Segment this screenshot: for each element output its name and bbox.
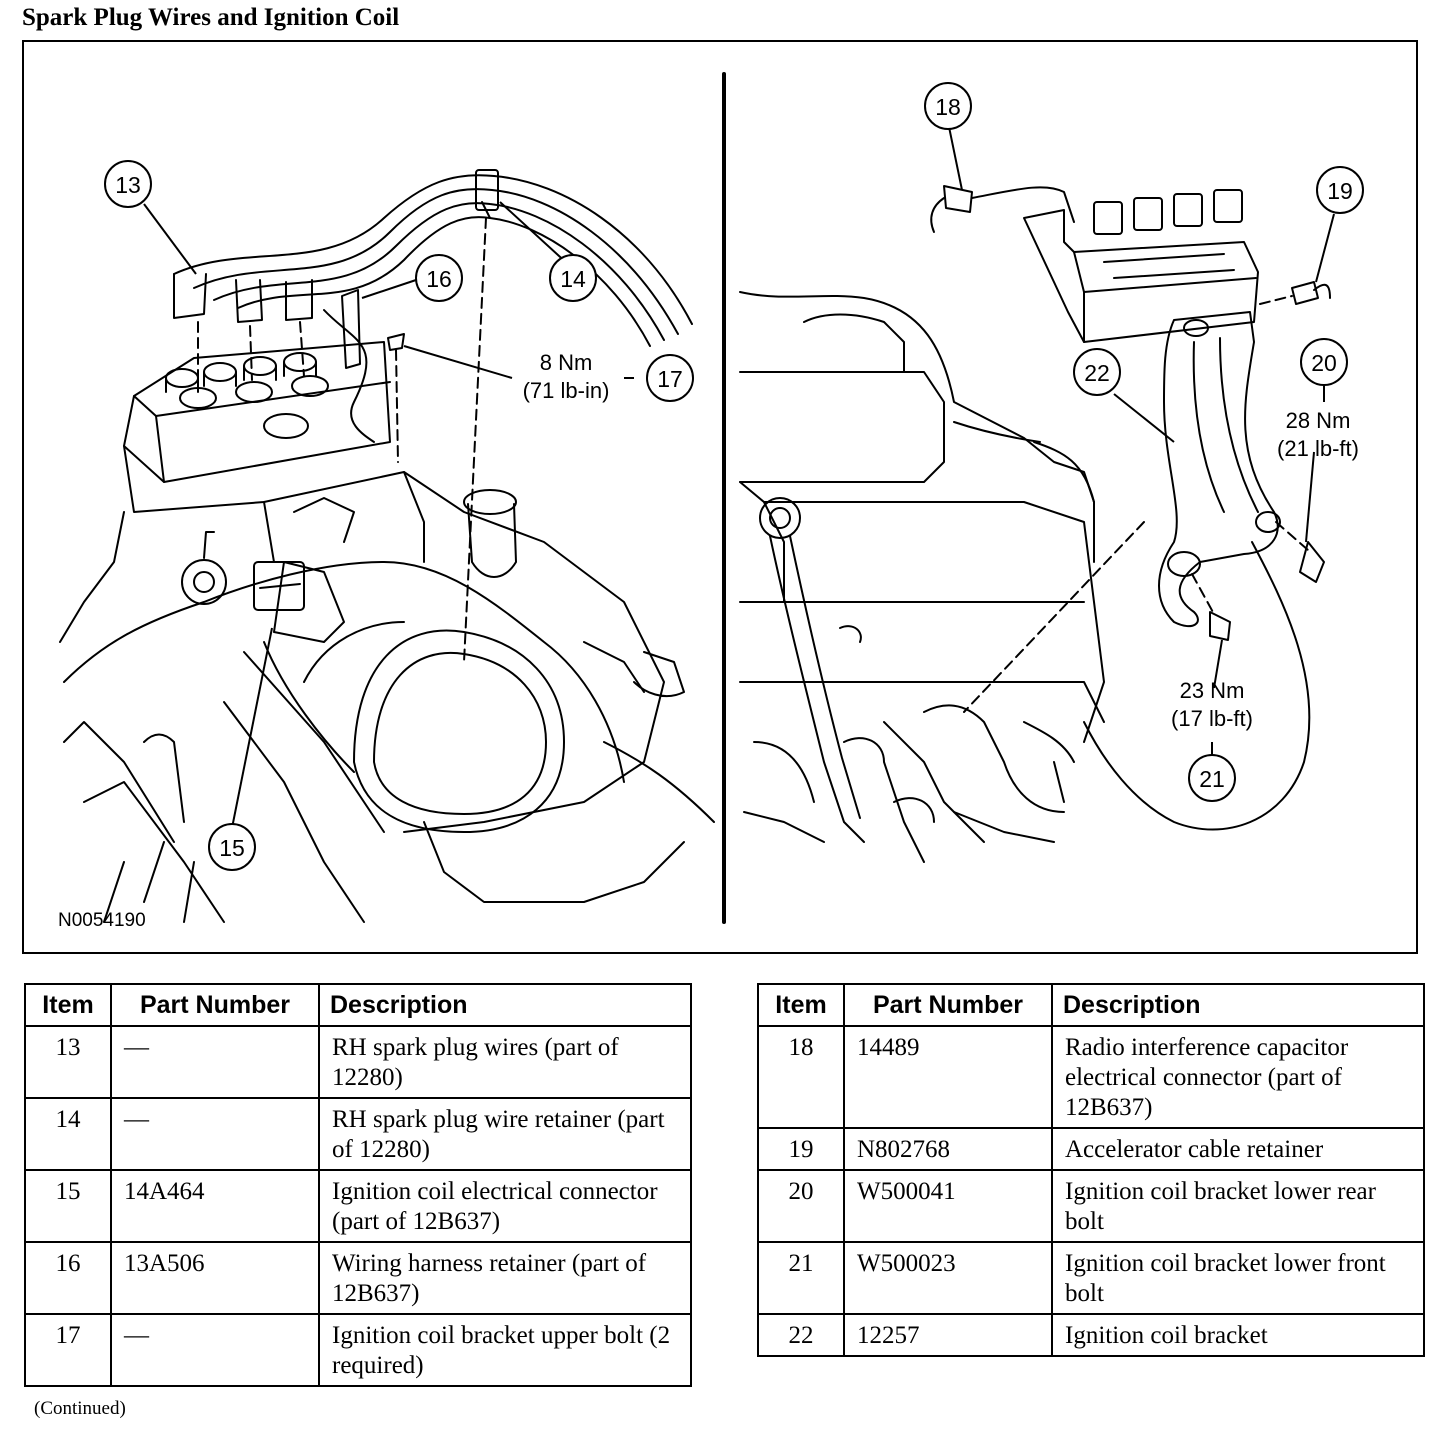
callout-14-circle <box>549 254 597 302</box>
cell-item: 14 <box>24 1097 112 1171</box>
cell-description: Ignition coil electrical connector (part… <box>318 1169 692 1243</box>
table-row: 18 14489 Radio interference capacitor el… <box>757 1025 1425 1129</box>
callout-19: 19 <box>1327 178 1353 204</box>
cell-item: 17 <box>24 1313 112 1387</box>
right-engine-drawing <box>739 185 1331 863</box>
callout-13: 13 <box>115 172 141 198</box>
cell-item: 18 <box>757 1025 845 1129</box>
callout-17: 17 <box>657 366 683 392</box>
cell-item: 15 <box>24 1169 112 1243</box>
header-item: Item <box>24 983 112 1027</box>
callout-15-circle <box>208 823 256 871</box>
callout-15: 15 <box>219 835 245 861</box>
callout-16-circle <box>415 254 463 302</box>
callout-18-circle <box>924 82 972 130</box>
torque-20-lb: (21 lb-ft) <box>1277 436 1359 461</box>
callout-20: 20 <box>1311 350 1337 376</box>
cell-description: Ignition coil bracket lower front bolt <box>1051 1241 1425 1315</box>
cell-description: Accelerator cable retainer <box>1051 1127 1425 1171</box>
cell-item: 13 <box>24 1025 112 1099</box>
parts-table-left: Item Part Number Description 13 — RH spa… <box>24 983 692 1387</box>
torque-17-lb: (71 lb-in) <box>523 378 610 403</box>
cell-item: 20 <box>757 1169 845 1243</box>
figure-id: N0054190 <box>58 910 146 931</box>
table-row: 14 — RH spark plug wire retainer (part o… <box>24 1097 692 1171</box>
continued-note: (Continued) <box>34 1398 126 1419</box>
table-row: 20 W500041 Ignition coil bracket lower r… <box>757 1169 1425 1243</box>
table-row: 13 — RH spark plug wires (part of 12280) <box>24 1025 692 1099</box>
torque-21-lb: (17 lb-ft) <box>1171 706 1253 731</box>
header-item: Item <box>757 983 845 1027</box>
cell-part-number: — <box>110 1097 320 1171</box>
table-row: 19 N802768 Accelerator cable retainer <box>757 1127 1425 1171</box>
callout-13-circle <box>104 160 152 208</box>
cell-part-number: W500041 <box>843 1169 1053 1243</box>
table-row: 22 12257 Ignition coil bracket <box>757 1313 1425 1357</box>
callout-21-circle <box>1188 754 1236 802</box>
cell-part-number: 13A506 <box>110 1241 320 1315</box>
callout-22-circle <box>1073 348 1121 396</box>
callout-17-circle <box>646 354 694 402</box>
cell-item: 16 <box>24 1241 112 1315</box>
table-row: 17 — Ignition coil bracket upper bolt (2… <box>24 1313 692 1387</box>
header-part-number: Part Number <box>110 983 320 1027</box>
page-title: Spark Plug Wires and Ignition Coil <box>22 4 400 31</box>
torque-17-nm: 8 Nm <box>540 350 593 375</box>
callout-19-circle <box>1316 166 1364 214</box>
callout-14: 14 <box>560 266 586 292</box>
cell-part-number: N802768 <box>843 1127 1053 1171</box>
cell-description: Ignition coil bracket <box>1051 1313 1425 1357</box>
parts-table-right: Item Part Number Description 18 14489 Ra… <box>757 983 1425 1357</box>
callout-leaders <box>143 121 1335 829</box>
header-part-number: Part Number <box>843 983 1053 1027</box>
exploded-view-figure: 13 14 15 16 17 18 19 20 21 22 8 Nm (71 l… <box>22 40 1418 954</box>
torque-21-nm: 23 Nm <box>1180 678 1245 703</box>
table-header-row: Item Part Number Description <box>24 983 692 1027</box>
callout-22: 22 <box>1084 360 1110 386</box>
cell-description: Ignition coil bracket upper bolt (2 requ… <box>318 1313 692 1387</box>
table-row: 15 14A464 Ignition coil electrical conne… <box>24 1169 692 1243</box>
callout-21: 21 <box>1199 766 1225 792</box>
cell-item: 19 <box>757 1127 845 1171</box>
cell-part-number: W500023 <box>843 1241 1053 1315</box>
cell-part-number: 14489 <box>843 1025 1053 1129</box>
table-row: 21 W500023 Ignition coil bracket lower f… <box>757 1241 1425 1315</box>
cell-description: Ignition coil bracket lower rear bolt <box>1051 1169 1425 1243</box>
cell-part-number: 12257 <box>843 1313 1053 1357</box>
table-row: 16 13A506 Wiring harness retainer (part … <box>24 1241 692 1315</box>
engine-illustration: 13 14 15 16 17 18 19 20 21 22 8 Nm (71 l… <box>58 72 1364 931</box>
torque-20-nm: 28 Nm <box>1286 408 1351 433</box>
callout-16: 16 <box>426 266 452 292</box>
table-header-row: Item Part Number Description <box>757 983 1425 1027</box>
cell-part-number: — <box>110 1313 320 1387</box>
cell-part-number: 14A464 <box>110 1169 320 1243</box>
cell-description: Wiring harness retainer (part of 12B637) <box>318 1241 692 1315</box>
cell-description: RH spark plug wire retainer (part of 122… <box>318 1097 692 1171</box>
header-description: Description <box>1051 983 1425 1027</box>
cell-description: Radio interference capacitor electrical … <box>1051 1025 1425 1129</box>
callout-18: 18 <box>935 94 961 120</box>
header-description: Description <box>318 983 692 1027</box>
callout-20-circle <box>1300 338 1348 386</box>
cell-description: RH spark plug wires (part of 12280) <box>318 1025 692 1099</box>
cell-part-number: — <box>110 1025 320 1099</box>
cell-item: 22 <box>757 1313 845 1357</box>
cell-item: 21 <box>757 1241 845 1315</box>
left-engine-drawing <box>59 169 715 923</box>
